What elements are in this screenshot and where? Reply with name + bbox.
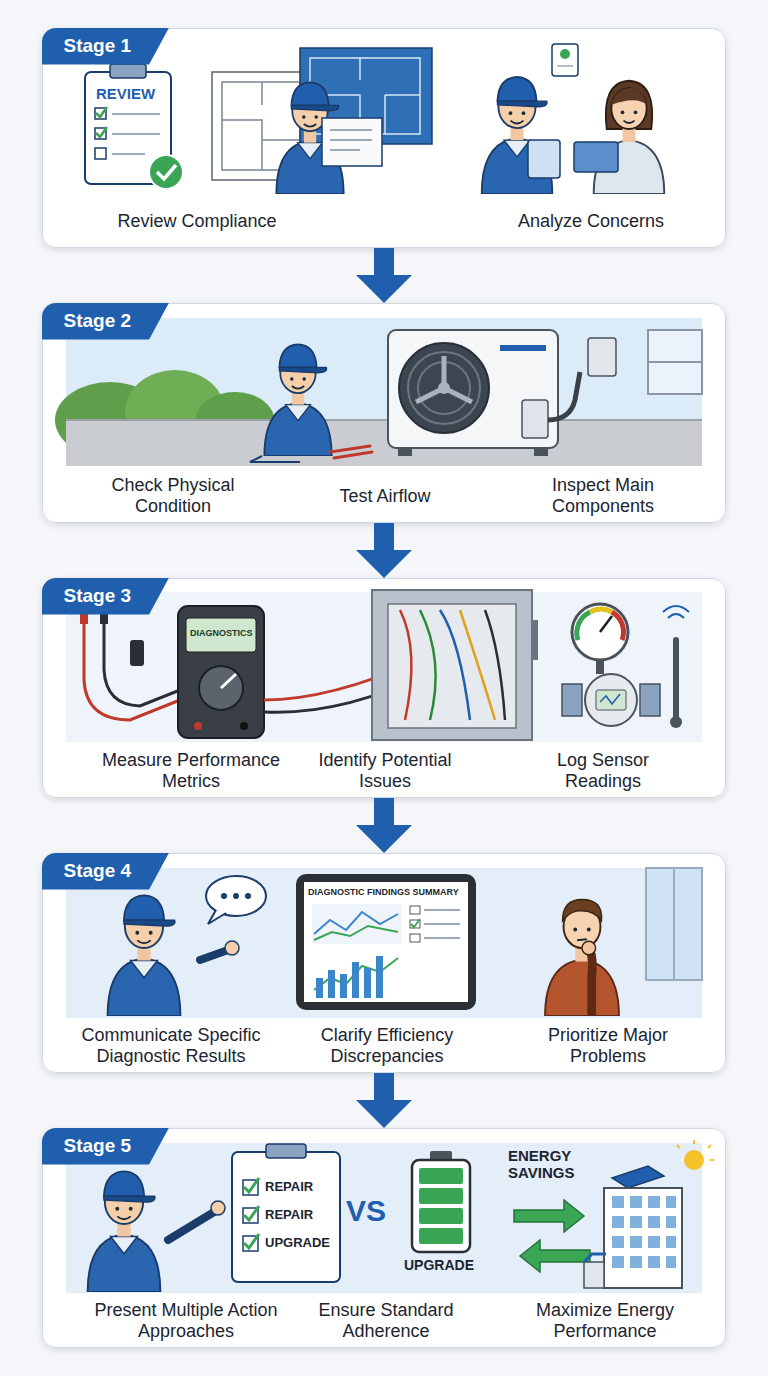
illustration-text: VS [346, 1194, 386, 1227]
stage-tab: Stage 2 [42, 303, 170, 340]
step-caption: Measure Performance Metrics [91, 750, 291, 792]
step-caption: Maximize Energy Performance [510, 1300, 700, 1342]
step-caption: Test Airflow [305, 486, 465, 507]
stage-panel: Stage 5 Present Multiple Action Approache… [42, 1128, 726, 1348]
step-caption: Analyze Concerns [471, 211, 711, 232]
step-caption: Check Physical Condition [93, 475, 253, 517]
illustration-text: REVIEW [96, 86, 155, 103]
stage3-art [66, 590, 702, 742]
stage-tab: Stage 3 [42, 578, 170, 615]
step-caption: Clarify Efficiency Discrepancies [287, 1025, 487, 1067]
illustration-text: ENERGY SAVINGS [508, 1148, 598, 1181]
step-caption: Ensure Standard Adherence [301, 1300, 471, 1342]
flow-arrow [356, 798, 412, 853]
stage-panel: Stage 4 Communicate Specific Diagnostic R… [42, 853, 726, 1073]
stage-tab: Stage 1 [42, 28, 170, 65]
stage5-art [66, 1140, 714, 1293]
flow-arrow [356, 1073, 412, 1128]
stage1-art [85, 44, 664, 194]
flow-arrow [356, 248, 412, 303]
stage-panel: Stage 3 Measure Performance MetricsIdenti… [42, 578, 726, 798]
illustration-text: DIAGNOSTIC FINDINGS SUMMARY [308, 888, 459, 898]
stage-panel: Stage 2 Check Physical Condition Test Airf… [42, 303, 726, 523]
stage2-art [55, 318, 702, 466]
panel-ground [42, 28, 726, 1348]
step-caption: Inspect Main Components [523, 475, 683, 517]
step-caption: Present Multiple Action Approaches [86, 1300, 286, 1342]
illustration-text: UPGRADE [404, 1258, 474, 1273]
illustration-text: REPAIR [265, 1208, 313, 1222]
illustration-text: REPAIR [265, 1180, 313, 1194]
illustration-text: UPGRADE [265, 1236, 330, 1250]
flow-arrow [356, 523, 412, 578]
stage-panel: Stage 1 Review Compliance Analyze Concerns [42, 28, 726, 248]
stage-tab: Stage 5 [42, 1128, 170, 1165]
step-caption: Communicate Specific Diagnostic Results [64, 1025, 279, 1067]
illustration-text: DIAGNOSTICS [190, 629, 253, 639]
stage-tab: Stage 4 [42, 853, 170, 890]
step-caption: Review Compliance [77, 211, 317, 232]
step-caption: Log Sensor Readings [528, 750, 678, 792]
stage4-art [66, 868, 702, 1018]
step-caption: Prioritize Major Problems [523, 1025, 693, 1067]
step-caption: Identify Potential Issues [300, 750, 470, 792]
